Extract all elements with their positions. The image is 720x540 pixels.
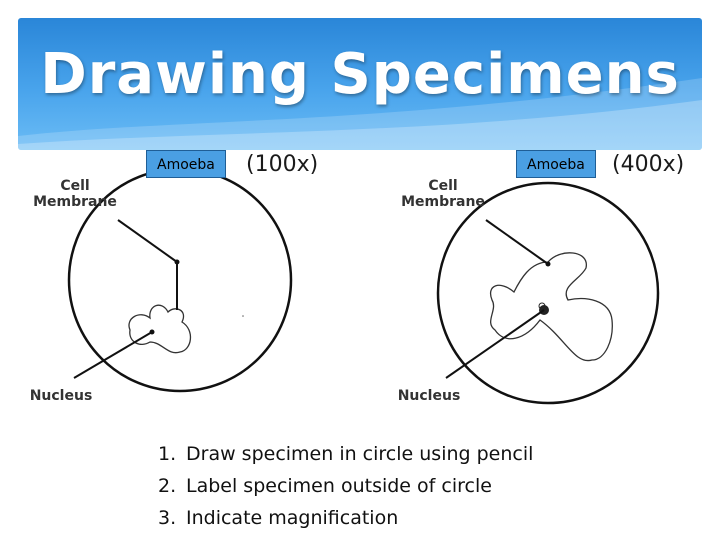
banner-swoosh-icon (18, 78, 702, 150)
right-magnification: (400x) (612, 152, 685, 177)
instruction-list: 1. Draw specimen in circle using pencil … (158, 438, 533, 534)
list-item: 1. Draw specimen in circle using pencil (158, 438, 533, 470)
left-caption-box: Amoeba (146, 150, 226, 178)
list-item-number: 3. (158, 507, 177, 529)
left-membrane-label: Cell Membrane (30, 178, 120, 210)
list-item: 3. Indicate magnification (158, 502, 533, 534)
left-nucleus-pointer (73, 331, 153, 379)
left-magnification: (100x) (246, 152, 319, 177)
right-membrane-label: Cell Membrane (398, 178, 488, 210)
list-item-text: Label specimen outside of circle (186, 475, 492, 497)
list-item-number: 1. (158, 443, 177, 465)
left-membrane-label-line1: Cell (60, 178, 90, 194)
right-nucleus-label: Nucleus (397, 388, 461, 404)
title-banner (18, 18, 702, 150)
left-membrane-label-line2: Membrane (33, 194, 117, 210)
left-nucleus-label: Nucleus (29, 388, 93, 404)
right-amoeba-outline (490, 252, 613, 362)
right-membrane-label-line2: Membrane (401, 194, 485, 210)
list-item-text: Draw specimen in circle using pencil (186, 443, 534, 465)
left-amoeba-outline (128, 304, 192, 354)
right-nucleus-pointer (445, 309, 545, 379)
right-field-of-view (436, 181, 660, 405)
right-membrane-pointer (485, 219, 549, 265)
page-title: Drawing Specimens (40, 42, 680, 107)
right-caption-box: Amoeba (516, 150, 596, 178)
right-membrane-label-line1: Cell (428, 178, 458, 194)
list-item-text: Indicate magnification (186, 507, 399, 529)
list-item: 2. Label specimen outside of circle (158, 470, 533, 502)
left-membrane-pointer (117, 219, 178, 263)
right-view-circle (436, 181, 660, 405)
list-item-number: 2. (158, 475, 177, 497)
